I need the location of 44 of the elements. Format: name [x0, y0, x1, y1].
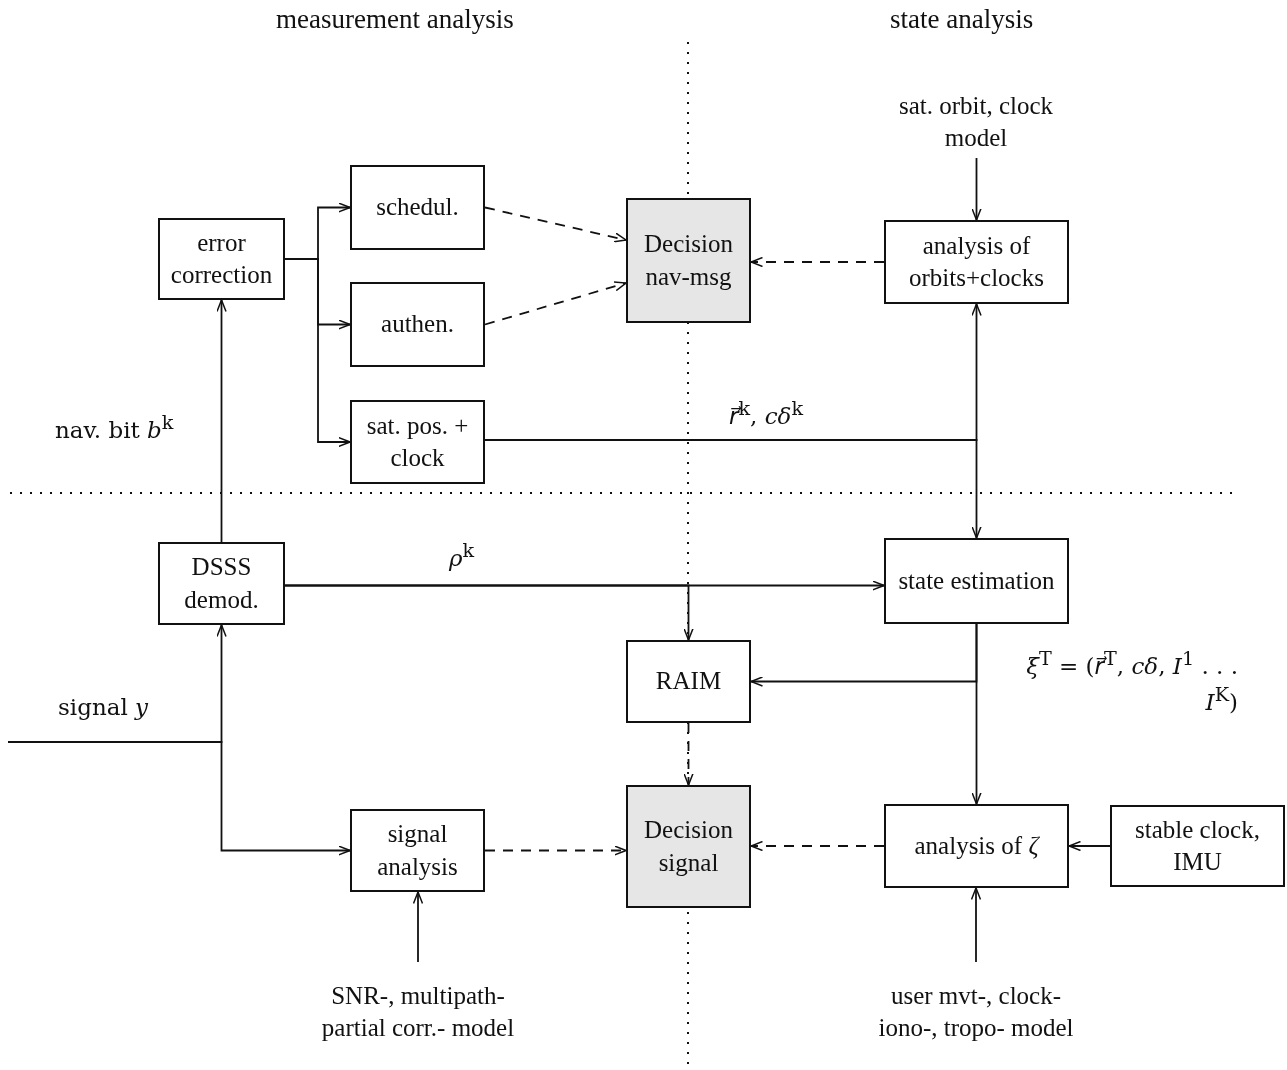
- node-label: user mvt-, clock- iono-, tropo- model: [877, 980, 1075, 1043]
- arrow: [750, 256, 885, 268]
- node-label: stable clock, IMU: [1134, 814, 1261, 877]
- node-label: signal analysis: [376, 819, 459, 882]
- arrow: [970, 887, 982, 963]
- arrow: [484, 845, 627, 856]
- node-label: DSSS demod.: [183, 552, 260, 615]
- node-label: analysis of ζ: [914, 830, 1039, 861]
- process-box: [626, 640, 751, 723]
- node-label: sat. orbit, clock model: [897, 90, 1055, 153]
- process-box: [350, 165, 485, 250]
- node-label: authen.: [381, 309, 454, 340]
- node-label: sat. pos. + clock: [365, 410, 470, 473]
- process-box: [158, 542, 285, 625]
- arrow: [683, 722, 694, 786]
- process-box: [350, 282, 485, 367]
- node-label: SNR-, multipath- partial corr.- model: [320, 980, 516, 1043]
- node-label: analysis of orbits+clocks: [908, 230, 1045, 293]
- arrow: [971, 157, 982, 221]
- arrow: [412, 891, 424, 963]
- arrow: [971, 623, 982, 805]
- arrow: [484, 281, 627, 326]
- node-label: schedul.: [376, 192, 459, 223]
- process-box: [884, 804, 1069, 888]
- decision-box: [626, 785, 751, 908]
- process-box: [1110, 805, 1285, 887]
- node-label: Decision nav-msg: [643, 229, 734, 292]
- node-label: error correction: [169, 227, 274, 290]
- node-label: RAIM: [655, 666, 722, 697]
- arrow: [1068, 840, 1111, 852]
- arrow: [284, 258, 351, 448]
- arrow: [284, 584, 694, 641]
- process-box: [884, 538, 1069, 624]
- arrow: [750, 840, 885, 852]
- process-box: [158, 218, 285, 300]
- decision-box: [626, 198, 751, 323]
- process-box: [884, 220, 1069, 304]
- process-box: [350, 809, 485, 892]
- node-label: Decision signal: [643, 815, 734, 878]
- arrow: [7, 741, 351, 856]
- node-label: state estimation: [898, 565, 1055, 596]
- arrow: [216, 299, 227, 543]
- process-box: [350, 400, 485, 484]
- arrow: [484, 206, 627, 243]
